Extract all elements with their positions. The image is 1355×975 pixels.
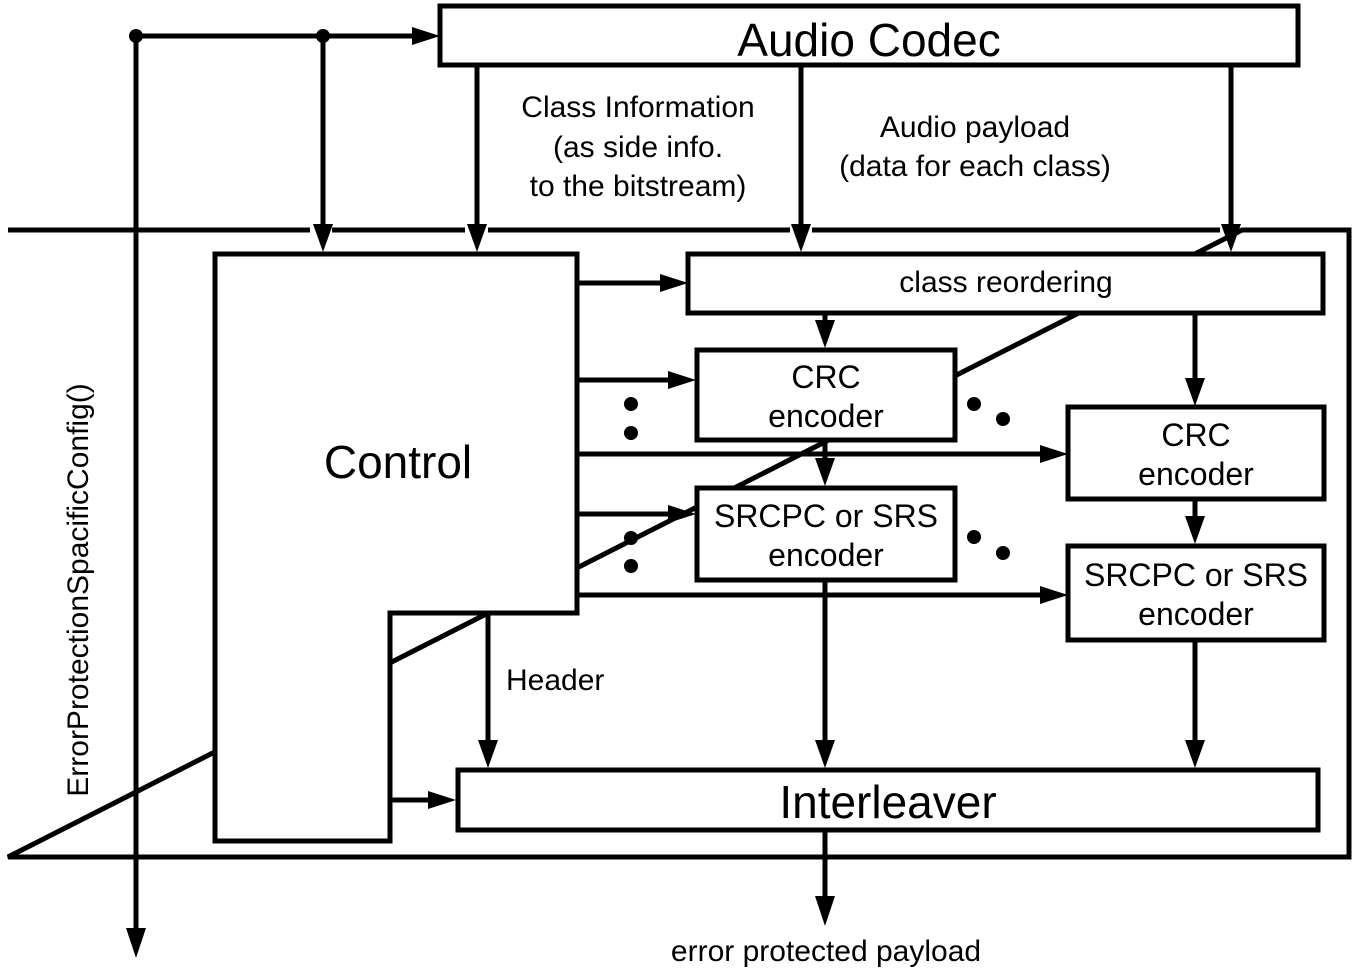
svg-text:SRCPC or SRS: SRCPC or SRS (714, 498, 938, 534)
svg-text:SRCPC or SRS: SRCPC or SRS (1084, 557, 1308, 593)
svg-text:Audio payload: Audio payload (880, 111, 1070, 144)
svg-text:(data for each class): (data for each class) (839, 150, 1111, 183)
crc-encoder-1-block: CRC encoder (694, 347, 958, 443)
interleaver-label: Interleaver (779, 776, 996, 828)
svg-text:(as side info.: (as side info. (553, 131, 723, 164)
header-label: Header (506, 664, 604, 697)
srcpc-encoder-1-block: SRCPC or SRS encoder (694, 485, 958, 583)
audio-codec-label: Audio Codec (737, 14, 1000, 66)
crc-encoder-n-block: CRC encoder (1065, 404, 1327, 502)
ellipsis-dots (624, 397, 1010, 573)
svg-text:encoder: encoder (1138, 456, 1254, 492)
svg-text:encoder: encoder (768, 398, 884, 434)
audio-codec-block: Audio Codec (437, 3, 1301, 68)
svg-text:Class Information: Class Information (521, 91, 754, 124)
interleaver-block: Interleaver (455, 767, 1321, 833)
svg-text:encoder: encoder (768, 537, 884, 573)
container-label: ErrorProtectionSpacificConfig() (62, 383, 95, 796)
class-reordering-block: class reordering (685, 251, 1326, 316)
config-feed-lines (126, 27, 440, 958)
class-information-label: Class Information (as side info. to the … (521, 91, 754, 203)
svg-text:CRC: CRC (791, 359, 860, 395)
output-label: error protected payload (671, 935, 981, 968)
control-arrows (390, 274, 1068, 809)
container-frame (6, 227, 1352, 860)
svg-text:encoder: encoder (1138, 596, 1254, 632)
svg-text:to the bitstream): to the bitstream) (530, 170, 747, 203)
svg-text:CRC: CRC (1161, 417, 1230, 453)
control-block: Control (212, 251, 580, 844)
srcpc-encoder-n-block: SRCPC or SRS encoder (1065, 543, 1327, 643)
audio-payload-label: Audio payload (data for each class) (839, 111, 1111, 183)
class-reordering-label: class reordering (899, 266, 1112, 299)
codec-output-arrows (467, 65, 1241, 252)
control-label: Control (324, 436, 472, 488)
